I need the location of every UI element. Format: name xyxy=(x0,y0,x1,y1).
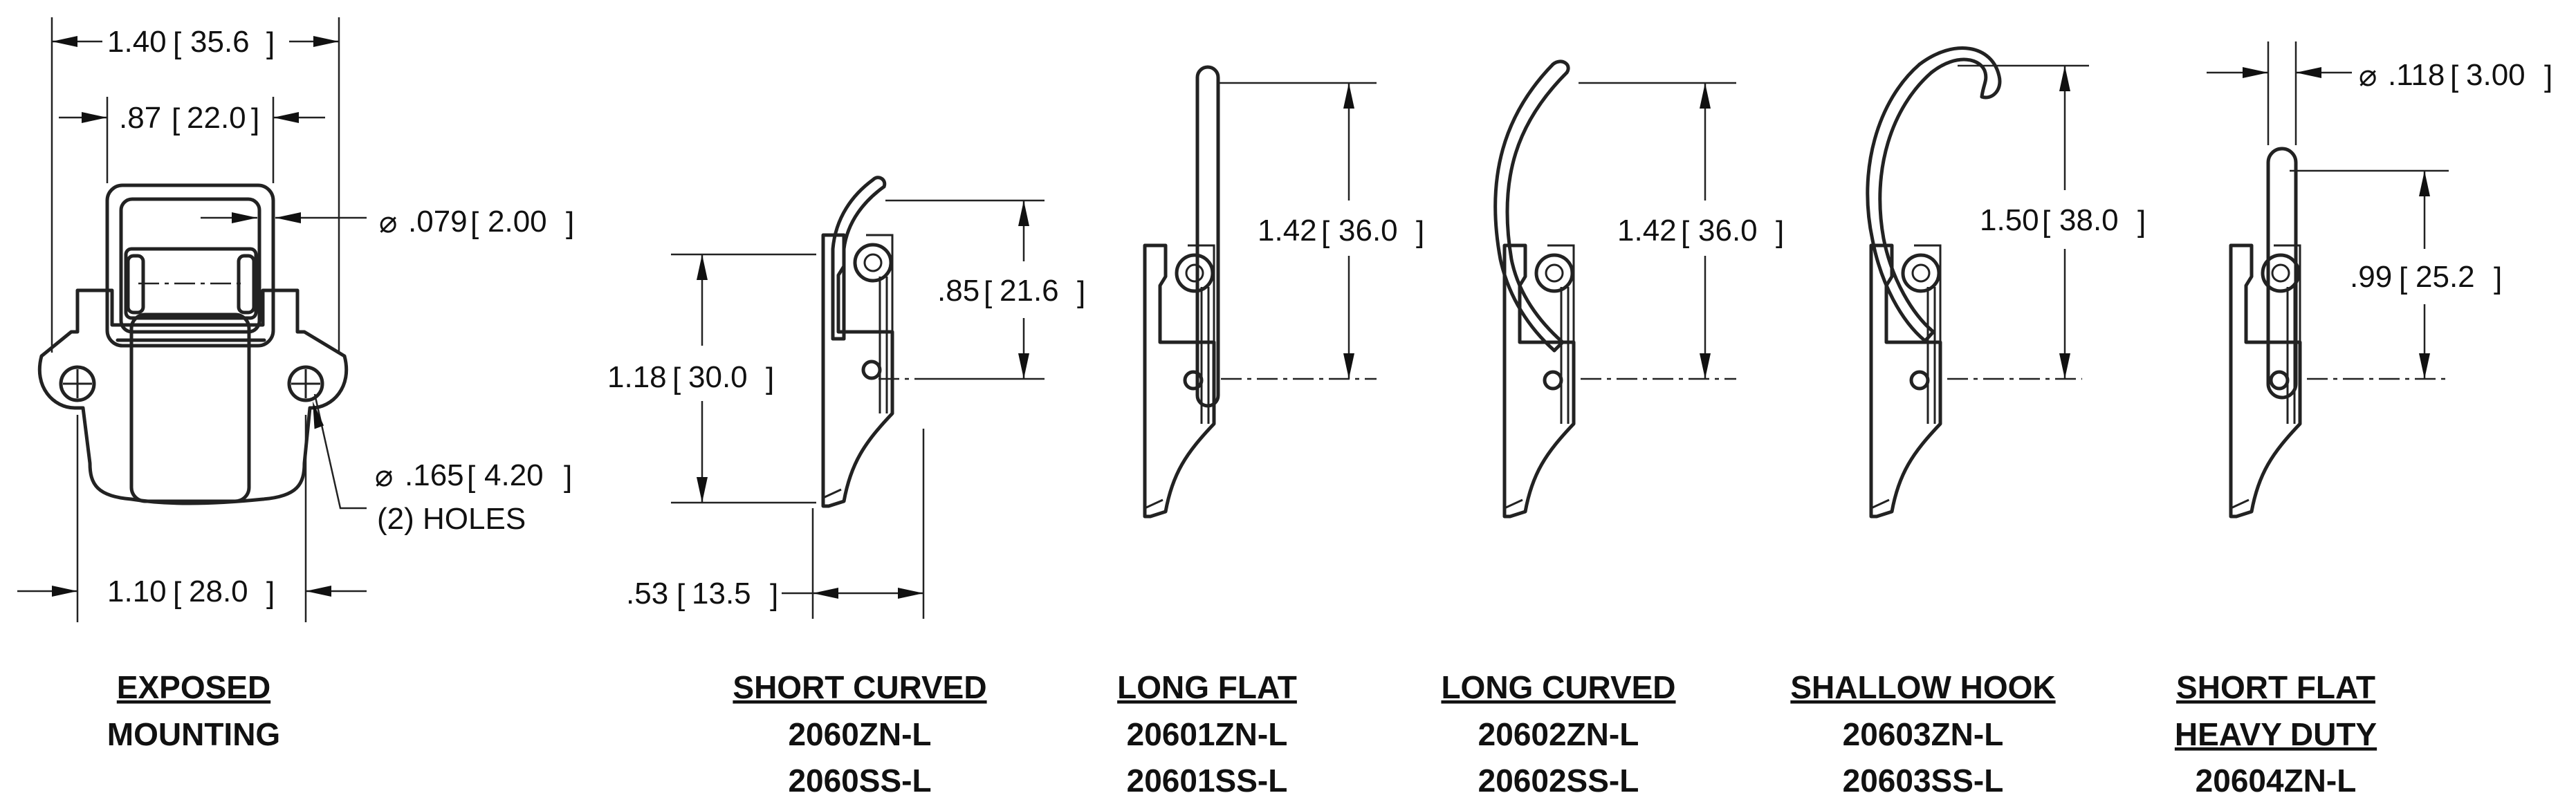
long-flat-hook-dim: 1.42 xyxy=(1258,214,1317,248)
svg-text:[: [ xyxy=(677,578,685,612)
shallow-hook-drawing xyxy=(1866,46,2002,516)
svg-text:]: ] xyxy=(2494,261,2502,295)
exposed-mounting-view: 1.40 35.6 [ ] .87 22.0 [ ] ⌀ .079 [ 2.00… xyxy=(17,17,574,752)
shallow-hook-hook-dim: 1.50 xyxy=(1980,203,2039,237)
short-flat-heavy-duty-drawing xyxy=(2231,147,2300,516)
inner-width-dim-mm: 22.0 xyxy=(187,101,246,135)
short-flat-title: SHORT FLAT xyxy=(2176,669,2375,705)
short-curved-depth-dim: .53 xyxy=(626,577,668,610)
svg-text:[: [ xyxy=(2399,261,2407,295)
exposed-mounting-drawing xyxy=(37,183,349,505)
heavy-duty-title: HEAVY DUTY xyxy=(2175,716,2377,752)
svg-text:⌀: ⌀ xyxy=(379,205,398,239)
short-curved-part-zn: 2060ZN-L xyxy=(788,716,931,752)
exposed-mounting-title: EXPOSED xyxy=(117,669,270,705)
short-curved-title: SHORT CURVED xyxy=(733,669,986,705)
svg-text:[: [ xyxy=(173,576,181,610)
svg-text:]: ] xyxy=(251,102,259,136)
exposed-mounting-subtitle: MOUNTING xyxy=(107,716,280,752)
svg-text:]: ] xyxy=(2544,59,2552,93)
heavy-duty-hook-dim: .99 xyxy=(2350,260,2392,294)
short-curved-height-dim-mm: 30.0 xyxy=(688,360,748,394)
short-flat-part-zn: 20604ZN-L xyxy=(2196,763,2357,799)
svg-text:[: [ xyxy=(173,26,181,60)
svg-text:[: [ xyxy=(2042,205,2050,239)
svg-text:]: ] xyxy=(566,206,574,240)
long-curved-hook-dim-mm: 36.0 xyxy=(1698,214,1758,248)
long-flat-view: 1.42 [ 36.0 ] LONG FLAT 20601ZN-L 20601S… xyxy=(1117,65,1424,799)
short-curved-hook-dim-mm: 21.6 xyxy=(1000,274,1059,308)
long-curved-part-ss: 20602SS-L xyxy=(1478,763,1639,799)
short-curved-depth-dim-mm: 13.5 xyxy=(692,577,751,610)
svg-text:⌀: ⌀ xyxy=(375,459,394,493)
overall-width-dim-mm: 35.6 xyxy=(190,25,250,59)
svg-text:]: ] xyxy=(1416,215,1424,249)
inner-width-dim: .87 xyxy=(119,101,161,135)
svg-text:]: ] xyxy=(266,26,275,60)
svg-text:]: ] xyxy=(564,460,572,494)
short-curved-part-ss: 2060SS-L xyxy=(788,763,931,799)
svg-text:]: ] xyxy=(2137,205,2146,239)
long-curved-title: LONG CURVED xyxy=(1441,669,1675,705)
svg-text:[: [ xyxy=(984,275,992,309)
svg-text:⌀: ⌀ xyxy=(2359,59,2377,93)
hole-dia-dim: .165 xyxy=(405,458,464,492)
hole-spacing-dim-mm: 28.0 xyxy=(189,575,248,608)
svg-text:]: ] xyxy=(766,362,774,395)
svg-text:[: [ xyxy=(2450,59,2458,93)
svg-text:]: ] xyxy=(1077,275,1085,309)
shallow-hook-hook-dim-mm: 38.0 xyxy=(2059,203,2119,237)
long-curved-part-zn: 20602ZN-L xyxy=(1478,716,1639,752)
short-curved-view: 1.18 [ 30.0 ] .85 [ 21.6 ] .53 [ 13.5 ] … xyxy=(607,176,1085,799)
svg-text:[: [ xyxy=(172,102,180,136)
long-flat-part-ss: 20601SS-L xyxy=(1127,763,1288,799)
svg-text:[: [ xyxy=(467,460,475,494)
heavy-duty-hook-dim-mm: 25.2 xyxy=(2416,260,2475,294)
svg-text:[: [ xyxy=(672,362,681,395)
hole-dia-dim-mm: 4.20 xyxy=(484,458,544,492)
long-curved-view: 1.42 [ 36.0 ] LONG CURVED 20602ZN-L 2060… xyxy=(1441,59,1784,799)
shallow-hook-part-ss: 20603SS-L xyxy=(1843,763,2004,799)
short-curved-hook-dim: .85 xyxy=(937,274,979,308)
shallow-hook-title: SHALLOW HOOK xyxy=(1790,669,2055,705)
overall-width-dim: 1.40 xyxy=(107,25,167,59)
heavy-duty-wire-dia-dim: .118 xyxy=(2388,58,2445,92)
svg-text:]: ] xyxy=(1776,215,1784,249)
wire-dia-dim-mm: 2.00 xyxy=(488,205,547,239)
long-flat-part-zn: 20601ZN-L xyxy=(1127,716,1288,752)
holes-note: (2) HOLES xyxy=(377,502,526,536)
short-curved-height-dim: 1.18 xyxy=(607,360,667,394)
long-flat-drawing xyxy=(1145,65,1220,516)
long-flat-hook-dim-mm: 36.0 xyxy=(1338,214,1398,248)
svg-text:[: [ xyxy=(1321,215,1330,249)
svg-text:[: [ xyxy=(1681,215,1689,249)
svg-text:]: ] xyxy=(770,578,778,612)
hole-spacing-dim: 1.10 xyxy=(107,575,167,608)
wire-dia-dim: .079 xyxy=(408,205,468,239)
svg-text:[: [ xyxy=(470,206,479,240)
shallow-hook-part-zn: 20603ZN-L xyxy=(1843,716,2004,752)
short-flat-heavy-duty-view: ⌀ .118 [ 3.00 ] .99 [ 25.2 ] SHORT FLAT … xyxy=(2175,41,2552,799)
long-curved-hook-dim: 1.42 xyxy=(1617,214,1677,248)
short-curved-drawing xyxy=(823,176,892,506)
svg-text:]: ] xyxy=(266,576,275,610)
heavy-duty-wire-dia-dim-mm: 3.00 xyxy=(2466,58,2526,92)
shallow-hook-view: 1.50 [ 38.0 ] SHALLOW HOOK 20603ZN-L 206… xyxy=(1790,46,2146,799)
long-flat-title: LONG FLAT xyxy=(1117,669,1297,705)
long-curved-drawing xyxy=(1493,59,1574,516)
